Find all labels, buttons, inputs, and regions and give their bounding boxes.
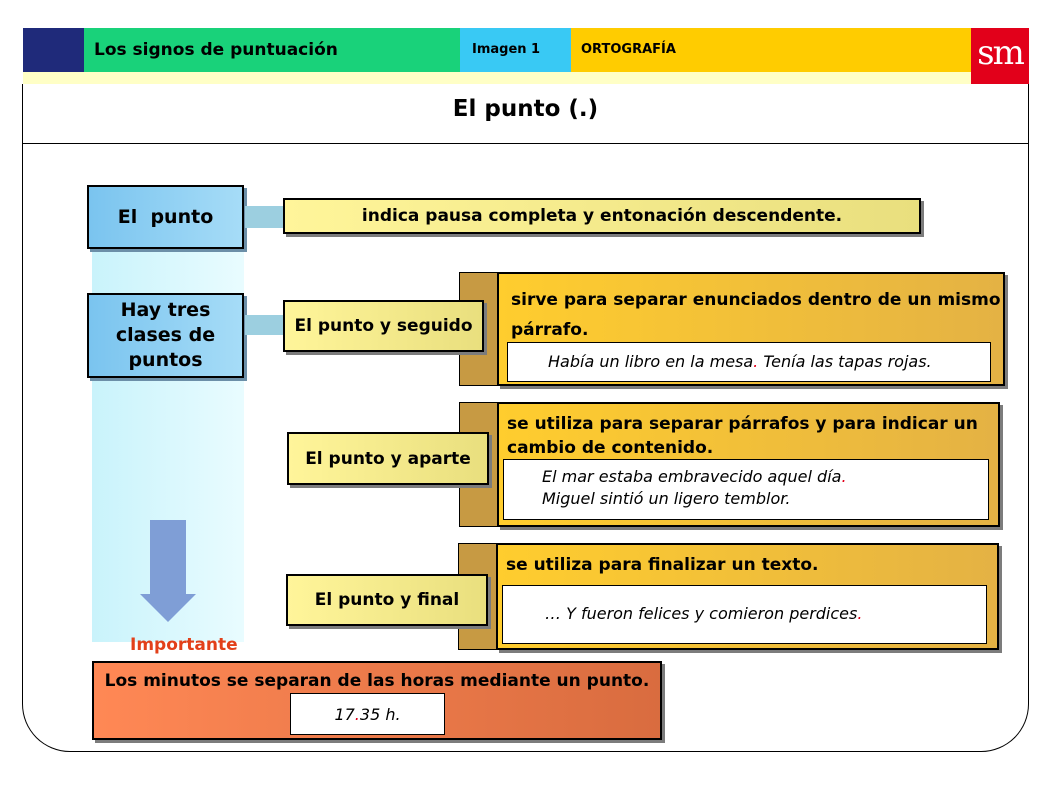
section-label: ORTOGRAFÍA xyxy=(581,42,676,57)
content-frame xyxy=(22,84,1029,752)
final-panel: se utiliza para finalizar un texto. … Y … xyxy=(496,543,999,650)
example-dot: . xyxy=(841,467,847,486)
final-box: El punto y final xyxy=(286,574,488,626)
image-label: Imagen 1 xyxy=(472,42,541,57)
aparte-description: se utiliza para separar párrafos y para … xyxy=(507,412,978,460)
example-dot: . xyxy=(857,604,863,623)
seguido-label: El punto y seguido xyxy=(294,316,473,336)
example-line: El mar estaba embravecido aquel día. xyxy=(542,466,988,488)
down-arrow-head xyxy=(140,594,196,622)
header-section-block: ORTOGRAFÍA xyxy=(571,28,971,72)
page-title: El punto (.) xyxy=(452,96,599,122)
definition-box: indica pausa completa y entonación desce… xyxy=(283,198,921,234)
connector xyxy=(245,315,285,335)
example-text: Tenía las tapas rojas. xyxy=(758,352,932,371)
example-dot: . xyxy=(753,352,759,371)
description-line: sirve para separar enunciados dentro de … xyxy=(511,290,1001,310)
aparte-label: El punto y aparte xyxy=(305,448,471,469)
important-label: Importante xyxy=(130,635,238,655)
example-text: 35 h. xyxy=(359,704,401,724)
aparte-box: El punto y aparte xyxy=(287,432,489,485)
header-strip xyxy=(23,72,971,84)
description-line: se utiliza para separar párrafos y para … xyxy=(507,414,978,434)
aparte-panel: se utiliza para separar párrafos y para … xyxy=(497,402,1000,527)
seguido-panel: sirve para separar enunciados dentro de … xyxy=(497,272,1005,386)
header-subject-block: Los signos de puntuación xyxy=(84,28,460,72)
header-navy-block xyxy=(23,28,84,72)
types-label-line: puntos xyxy=(128,349,203,371)
time-example: 17.35 h. xyxy=(290,693,445,735)
description-line: cambio de contenido. xyxy=(507,438,714,458)
final-label: El punto y final xyxy=(314,590,460,610)
example-dot: . xyxy=(354,704,360,724)
example-text: 17 xyxy=(334,704,355,724)
header-image-block: Imagen 1 xyxy=(460,28,571,72)
seguido-example: Había un libro en la mesa. Tenía las tap… xyxy=(507,342,991,382)
term-box: El punto xyxy=(87,185,244,249)
description-line: párrafo. xyxy=(511,320,589,340)
final-example: … Y fueron felices y comieron perdices. xyxy=(502,585,987,644)
subject-title: Los signos de puntuación xyxy=(94,40,338,60)
down-arrow-icon xyxy=(150,520,186,594)
final-description: se utiliza para finalizar un texto. xyxy=(506,553,818,577)
important-text: Los minutos se separan de las horas medi… xyxy=(104,671,650,691)
example-text: Había un libro en la mesa xyxy=(548,352,754,371)
title-divider xyxy=(22,143,1029,144)
aparte-example: El mar estaba embravecido aquel día. Mig… xyxy=(503,459,989,520)
term-label: El punto xyxy=(117,205,214,228)
types-label-line: clases de xyxy=(115,324,216,346)
example-text: … Y fueron felices y comieron perdices xyxy=(545,604,858,623)
types-label-line: Hay tres xyxy=(120,299,211,321)
description-line: se utiliza para finalizar un texto. xyxy=(506,555,819,575)
important-box: Los minutos se separan de las horas medi… xyxy=(92,661,662,740)
example-line: Miguel sintió un ligero temblor. xyxy=(542,489,791,508)
definition-text: indica pausa completa y entonación desce… xyxy=(361,206,843,226)
example-text: El mar estaba embravecido aquel día xyxy=(542,467,842,486)
types-label-box: Hay tres clases de puntos xyxy=(87,293,244,378)
connector xyxy=(245,206,285,228)
seguido-description: sirve para separar enunciados dentro de … xyxy=(511,288,1001,342)
sm-logo: sm xyxy=(971,28,1029,84)
seguido-box: El punto y seguido xyxy=(283,300,484,352)
